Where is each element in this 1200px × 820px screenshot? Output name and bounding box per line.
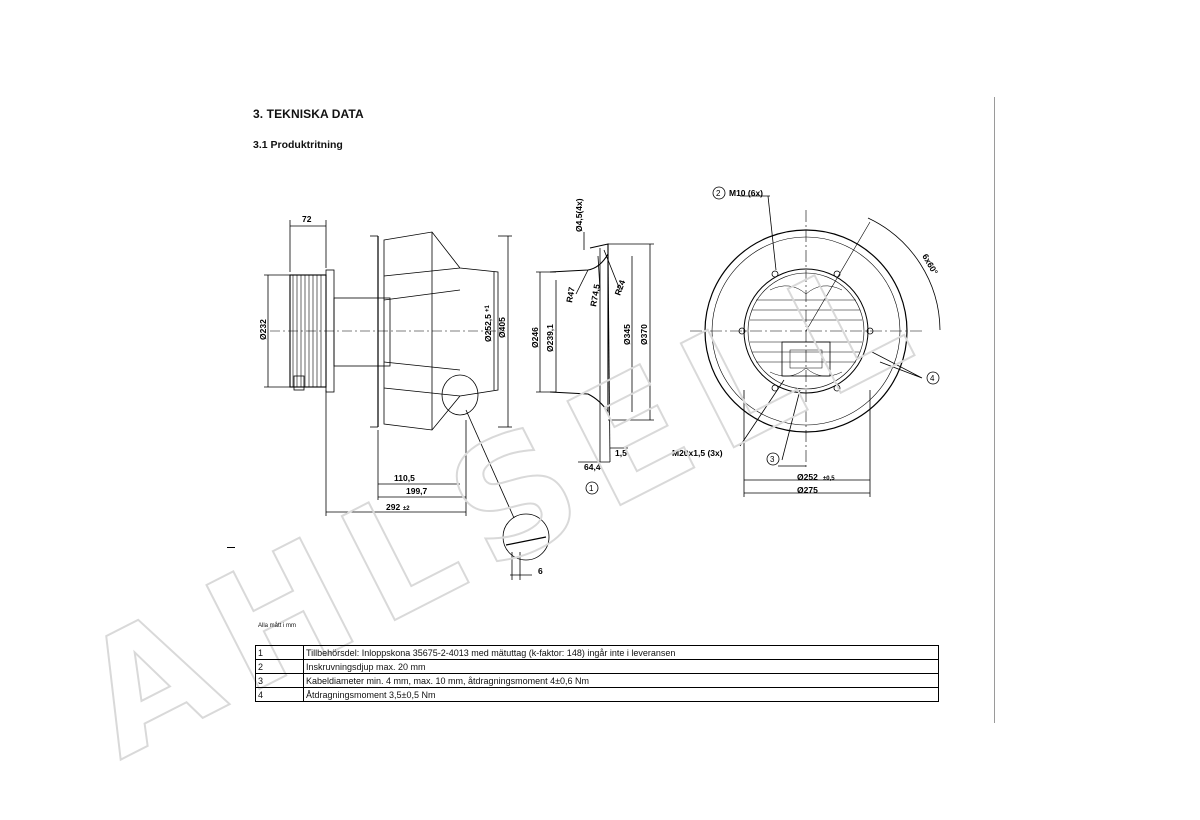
dim-292: 292	[386, 502, 400, 512]
callout-1-label: 1	[589, 484, 594, 493]
dim-d252-tol: ±0,5	[823, 476, 835, 482]
legend-text: Inskruvningsdjup max. 20 mm	[303, 659, 939, 674]
dim-m20: M20x1,5 (3x)	[672, 448, 723, 458]
dim-d275: Ø275	[797, 485, 818, 495]
section-heading: 3. TEKNISKA DATA	[253, 107, 364, 121]
dim-72: 72	[302, 214, 312, 224]
dim-644: 64,4	[584, 462, 601, 472]
dim-m10: M10 (6x)	[729, 188, 763, 198]
legend-num: 2	[255, 659, 304, 674]
subsection-heading: 3.1 Produktritning	[253, 139, 343, 151]
dim-d370: Ø370	[639, 324, 649, 345]
callout-2-label: 2	[716, 189, 721, 198]
callout-2-circle	[712, 186, 726, 200]
legend-table: 1 Tillbehörsdel: Inloppskona 35675-2-401…	[255, 645, 939, 702]
dim-d345: Ø345	[622, 324, 632, 345]
side-view	[264, 220, 550, 580]
dim-d246: Ø246	[530, 327, 540, 348]
dim-angle: 6x60°	[920, 252, 940, 277]
dim-1997: 199,7	[406, 486, 428, 496]
callout-4-label: 4	[930, 374, 935, 383]
dim-d2525: Ø252,5	[483, 314, 493, 342]
dim-d252: Ø252	[797, 472, 818, 482]
dim-d2391: Ø239,1	[545, 324, 555, 352]
front-view	[690, 195, 941, 497]
dim-15: 1,5	[615, 448, 627, 458]
dim-d2525-tol: +1	[485, 304, 491, 312]
callout-3-label: 3	[770, 455, 775, 464]
legend-text: Kabeldiameter min. 4 mm, max. 10 mm, åtd…	[303, 673, 939, 688]
callout-4-circle	[926, 371, 940, 385]
legend-text: Tillbehörsdel: Inloppskona 35675-2-4013 …	[303, 645, 939, 660]
dim-r24: R24	[612, 278, 627, 296]
legend-text: Åtdragningsmoment 3,5±0,5 Nm	[303, 687, 939, 702]
table-row: 4 Åtdragningsmoment 3,5±0,5 Nm	[255, 687, 939, 702]
legend-num: 1	[255, 645, 304, 660]
margin-mark	[227, 547, 235, 548]
dim-292-tol: ±2	[403, 506, 410, 512]
table-row: 3 Kabeldiameter min. 4 mm, max. 10 mm, å…	[255, 673, 939, 688]
dim-d45: Ø4,5(4x)	[574, 198, 584, 232]
table-row: 1 Tillbehörsdel: Inloppskona 35675-2-401…	[255, 645, 939, 660]
dim-r47: R47	[564, 286, 577, 303]
dim-6: 6	[538, 566, 543, 576]
units-note: Alla mått i mm	[258, 623, 297, 629]
legend-num: 4	[255, 687, 304, 702]
inlet-cone-view	[536, 232, 654, 495]
legend-num: 3	[255, 673, 304, 688]
dim-r745: R74,5	[588, 283, 602, 307]
callout-3-circle	[766, 452, 780, 466]
dim-d232: Ø232	[258, 319, 268, 340]
dim-1105: 110,5	[394, 473, 415, 483]
dim-d405: Ø405	[497, 317, 507, 338]
table-row: 2 Inskruvningsdjup max. 20 mm	[255, 659, 939, 674]
page-margin-rule	[994, 97, 995, 723]
